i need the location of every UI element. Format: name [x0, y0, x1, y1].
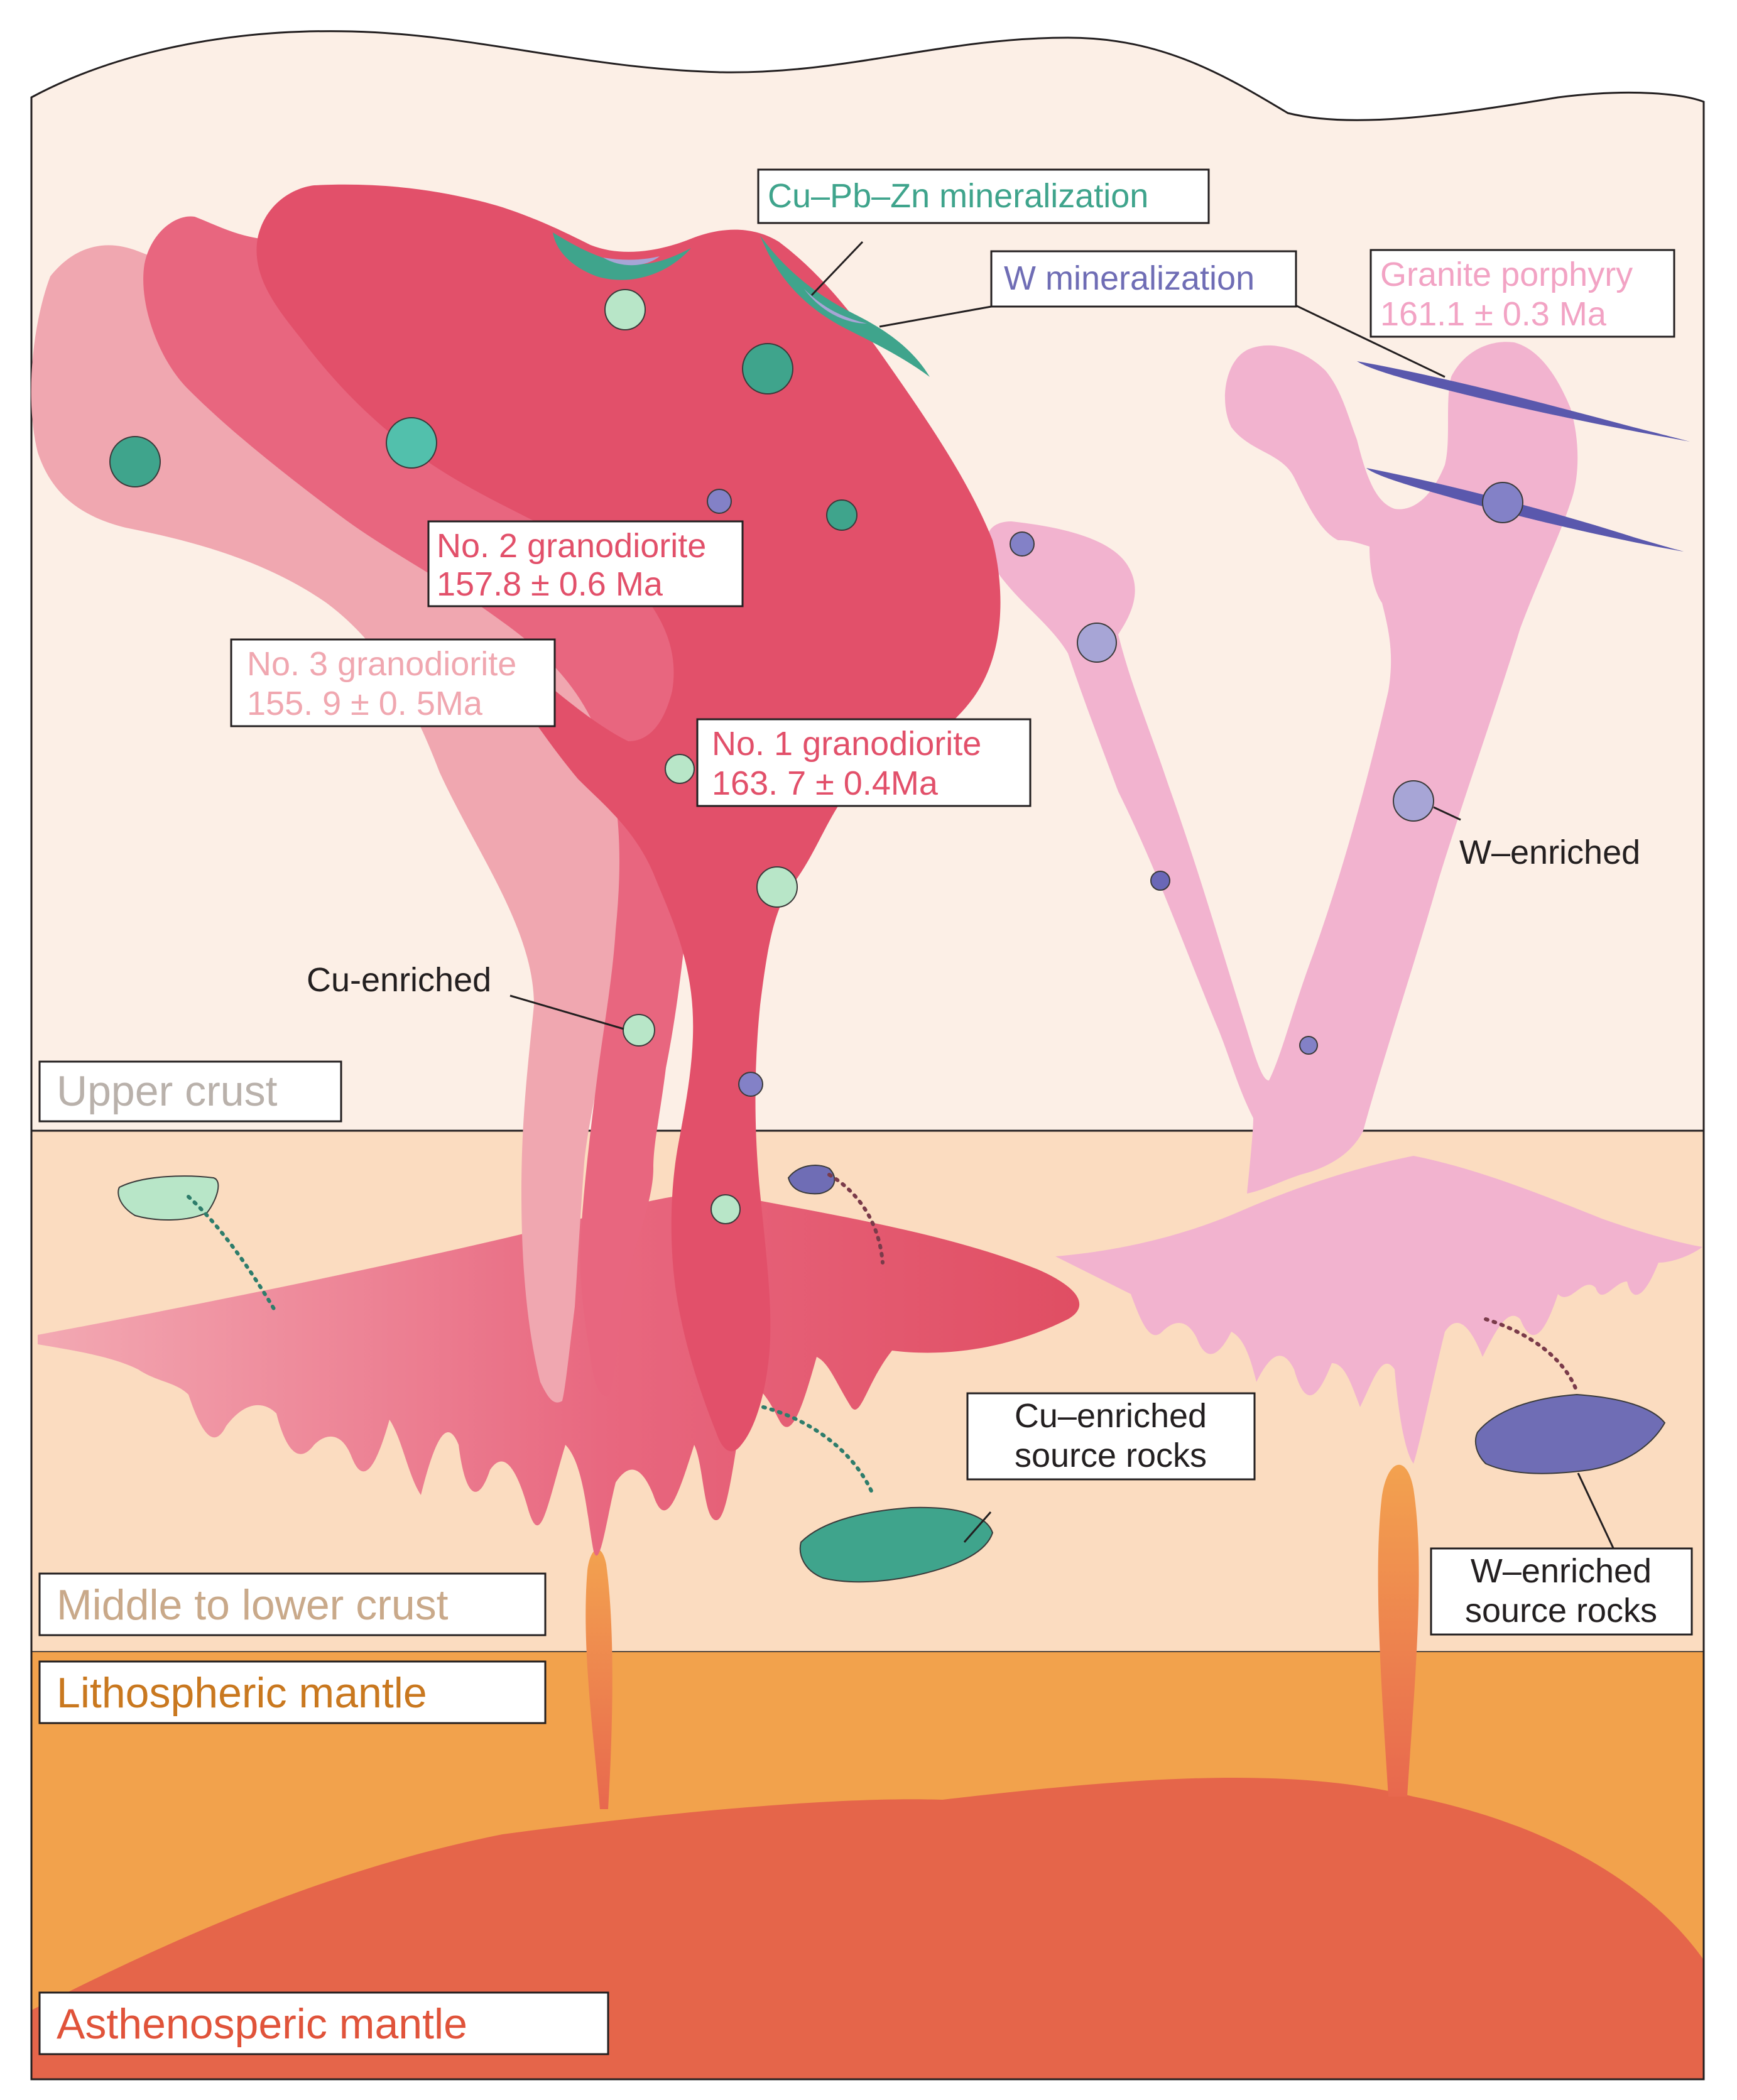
- svg-text:No. 3 granodiorite: No. 3 granodiorite: [247, 645, 516, 683]
- enriched-dots: [109, 289, 1523, 1224]
- cu-dot: [623, 1014, 655, 1047]
- svg-text:W–enriched: W–enriched: [1471, 1552, 1652, 1590]
- w-vein-lower: [1366, 468, 1684, 552]
- right-magma-chamber: [1055, 1156, 1702, 1464]
- w-dot: [707, 489, 732, 514]
- w-dot: [1393, 780, 1434, 822]
- w-dot: [1482, 482, 1523, 523]
- w-source-rocks: [1474, 1393, 1666, 1474]
- w-crust-left: [603, 256, 660, 266]
- model-frame: [30, 97, 1705, 2081]
- svg-text:Cu–Pb–Zn mineralization: Cu–Pb–Zn mineralization: [768, 177, 1148, 215]
- svg-text:163. 7 ± 0.4Ma: 163. 7 ± 0.4Ma: [712, 764, 939, 802]
- label-w-source-rocks: W–enriched source rocks: [1430, 1547, 1693, 1636]
- cu-dot: [665, 754, 695, 784]
- cu-pb-zn-crust-left: [553, 232, 691, 280]
- w-vein-upper: [1357, 361, 1690, 442]
- label-cu-source-rocks: Cu–enriched source rocks: [966, 1392, 1256, 1481]
- svg-text:W–enriched: W–enriched: [1459, 834, 1640, 871]
- w-dot: [738, 1072, 763, 1097]
- leader-cu-source: [963, 1511, 992, 1543]
- cu-dot: [742, 343, 793, 394]
- svg-text:Upper crust: Upper crust: [57, 1067, 278, 1115]
- cu-dot: [711, 1194, 741, 1224]
- w-dot: [1150, 871, 1170, 891]
- svg-text:Middle to lower crust: Middle to lower crust: [57, 1581, 449, 1629]
- svg-text:W mineralization: W mineralization: [1004, 259, 1255, 297]
- label-no1-granodiorite: No. 1 granodiorite 163. 7 ± 0.4Ma: [696, 718, 1032, 807]
- cu-migration-path: [761, 1405, 875, 1497]
- right-mantle-conduit: [1378, 1464, 1419, 1797]
- cu-pb-zn-crust-right: [760, 236, 930, 377]
- leader-lines: [509, 241, 1618, 1555]
- label-granite-porphyry: Granite porphyry 161.1 ± 0.3 Ma: [1369, 249, 1675, 338]
- label-asthenospheric-mantle: Asthenosperic mantle: [38, 1991, 609, 2055]
- label-w-mineralization: W mineralization: [990, 250, 1297, 308]
- leader-w-enriched: [1433, 806, 1461, 821]
- leader-cu-enriched: [509, 994, 624, 1030]
- label-upper-crust: Upper crust: [38, 1060, 342, 1123]
- label-no2-granodiorite: No. 2 granodiorite 157.8 ± 0.6 Ma: [427, 520, 744, 607]
- svg-text:Granite porphyry: Granite porphyry: [1380, 256, 1633, 293]
- cu-dot: [386, 417, 437, 469]
- svg-text:source rocks: source rocks: [1015, 1437, 1207, 1474]
- w-dot: [1299, 1036, 1318, 1055]
- migration-paths: [187, 1173, 1579, 1497]
- leader-w-mineralization: [879, 305, 992, 328]
- leader-porphyry-vein: [1293, 303, 1446, 378]
- svg-text:161.1 ± 0.3 Ma: 161.1 ± 0.3 Ma: [1380, 295, 1607, 333]
- cu-dot: [604, 289, 646, 330]
- w-dot: [1077, 623, 1117, 663]
- label-cu-pb-zn-mineralization: Cu–Pb–Zn mineralization: [757, 168, 1210, 224]
- cu-dot: [756, 866, 798, 908]
- svg-text:157.8 ± 0.6 Ma: 157.8 ± 0.6 Ma: [437, 565, 663, 603]
- no1-granodiorite: [256, 184, 1001, 1452]
- label-w-enriched: W–enriched: [1459, 834, 1640, 871]
- w-migration-path: [1484, 1317, 1579, 1393]
- svg-text:Cu–enriched: Cu–enriched: [1015, 1397, 1207, 1435]
- label-no3-granodiorite: No. 3 granodiorite 155. 9 ± 0. 5Ma: [230, 638, 556, 727]
- cu-migration-path: [187, 1195, 278, 1315]
- cu-dot: [109, 436, 161, 487]
- w-source-blob-small: [787, 1165, 836, 1195]
- svg-text:source rocks: source rocks: [1465, 1592, 1657, 1629]
- svg-text:No. 2 granodiorite: No. 2 granodiorite: [437, 527, 706, 565]
- svg-text:155. 9 ± 0. 5Ma: 155. 9 ± 0. 5Ma: [247, 685, 483, 722]
- label-cu-enriched: Cu-enriched: [307, 961, 491, 999]
- svg-text:Lithospheric mantle: Lithospheric mantle: [57, 1669, 427, 1717]
- left-mantle-conduit: [585, 1549, 613, 1809]
- leader-w-source: [1577, 1472, 1618, 1555]
- granite-porphyry-intrusion: [986, 342, 1578, 1194]
- svg-text:No. 1 granodiorite: No. 1 granodiorite: [712, 725, 981, 763]
- svg-text:Cu-enriched: Cu-enriched: [307, 961, 491, 999]
- label-lithospheric-mantle: Lithospheric mantle: [38, 1660, 547, 1724]
- svg-text:Asthenosperic mantle: Asthenosperic mantle: [57, 2000, 467, 2048]
- label-middle-lower-crust: Middle to lower crust: [38, 1572, 547, 1636]
- cu-dot: [826, 499, 858, 531]
- cu-source-blob-small: [117, 1175, 219, 1221]
- w-dot: [1010, 531, 1035, 557]
- leader-cu-pb-zn: [810, 241, 864, 297]
- cu-source-rocks: [799, 1506, 994, 1583]
